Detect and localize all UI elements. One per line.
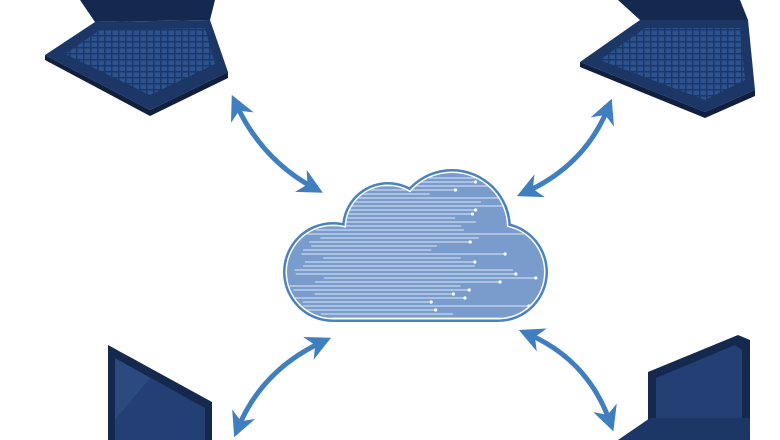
double-arrow-bottom-right	[518, 328, 617, 432]
circuit-node	[498, 280, 502, 284]
circuit-node	[473, 260, 477, 264]
double-arrow-top-right	[516, 98, 614, 198]
circuit-node	[434, 308, 438, 312]
circuit-node	[470, 212, 475, 216]
circuit-cloud-icon	[283, 169, 548, 322]
circuit-node	[453, 188, 458, 192]
circuit-node	[503, 252, 507, 256]
circuit-node	[451, 292, 455, 296]
laptop-icon-bottom-left	[108, 345, 212, 440]
circuit-node	[468, 240, 472, 244]
circuit-node	[463, 296, 467, 300]
circuit-node	[473, 208, 478, 212]
circuit-node	[535, 204, 539, 208]
circuit-node	[534, 276, 538, 280]
laptop-icon-top-right	[580, 0, 755, 118]
double-arrow-top-left	[230, 94, 323, 193]
circuit-node	[429, 300, 433, 304]
circuit-node	[467, 288, 471, 292]
circuit-node	[514, 272, 518, 276]
double-arrow-bottom-left	[232, 337, 332, 438]
circuit-node	[473, 180, 478, 184]
laptop-icon-bottom-right	[618, 335, 750, 440]
laptop-icon-top-left	[45, 0, 228, 116]
